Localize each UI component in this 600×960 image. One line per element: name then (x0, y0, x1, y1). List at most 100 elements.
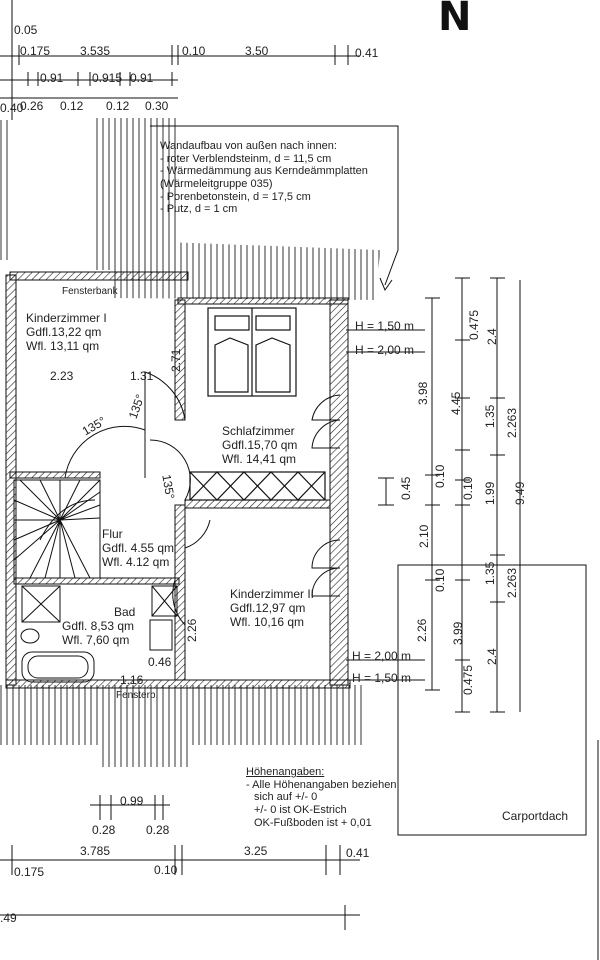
dim-bottom-0.99: 0.99 (120, 794, 144, 808)
height-note-title: Höhenangaben: (246, 766, 325, 778)
dim-bottom-3.25: 3.25 (244, 844, 268, 858)
angle-135-c: 135° (159, 473, 178, 501)
dim-1.31: 1.31 (130, 369, 154, 383)
dim-r-3.99: 3.99 (451, 621, 465, 645)
dim-r-1.99: 1.99 (483, 481, 497, 505)
roof-hatching (0, 118, 380, 767)
dim-r-0.475b: 0.475 (461, 664, 475, 695)
wall-note-line: - roter Verblendsteinm, d = 11,5 cm (160, 152, 332, 165)
room-name: Flur (102, 527, 123, 541)
dim-0.46: 0.46 (148, 655, 172, 669)
dim-r-2.26: 2.26 (415, 618, 429, 642)
dim-r-2.10: 2.10 (417, 524, 431, 548)
dim-bottom-0.10: 0.10 (154, 863, 178, 877)
dim-top-0.915: 0.915 (92, 71, 123, 85)
dim-r-2.4a: 2.4 (485, 328, 499, 345)
fensterbank-label: Fensterbank (62, 286, 118, 297)
room-flur: Flur Gdfl. 4.55 qm Wfl. 4.12 qm (102, 527, 175, 569)
room-schlafzimmer: Schlafzimmer Gdfl.15,70 qm Wfl. 14,41 qm (222, 424, 298, 466)
dim-top-0.12b: 0.12 (106, 99, 130, 113)
height-note: Höhenangaben: - Alle Höhenangaben bezieh… (246, 766, 396, 829)
room-gdfl: Gdfl.13,22 qm (26, 324, 102, 339)
room-kinderzimmer-1: Kinderzimmer I Gdfl.13,22 qm Wfl. 13,11 … (26, 311, 107, 353)
dim-r-4.45: 4.45 (449, 391, 463, 415)
wall-note: Wandaufbau von außen nach innen: - roter… (160, 140, 368, 216)
wardrobe (189, 471, 326, 501)
carport-outline (397, 564, 587, 836)
carport-label: Carportdach (502, 809, 569, 823)
height-note-line: OK-Fußboden ist + 0,01 (254, 816, 372, 829)
height-1.50-top: H = 1,50 m (355, 319, 415, 333)
room-name: Kinderzimmer I (26, 311, 107, 325)
dim-top-0.26: 0.26 (20, 99, 44, 113)
dim-1.16: 1.16 (120, 673, 144, 687)
wall-note-line: - Wärmedämmung aus Kerndeämmplatten (160, 165, 368, 178)
wall-note-line: (Wärmeleitgruppe 035) (160, 177, 273, 190)
dim-r-3.98: 3.98 (416, 381, 430, 405)
dim-r-0.10c: 0.10 (433, 568, 447, 592)
staircase (13, 479, 101, 579)
dim-top-0.30: 0.30 (145, 99, 169, 113)
dim-r-2.4b: 2.4 (485, 648, 499, 665)
height-note-line: +/- 0 ist OK-Estrich (254, 803, 347, 816)
wall-note-line: - Putz, d = 1 cm (160, 203, 238, 216)
dim-2.26-inner: 2.26 (185, 618, 199, 642)
dim-bottom-0.41: 0.41 (346, 846, 370, 860)
north-marker: N (438, 0, 472, 40)
dim-r-0.10a: 0.10 (433, 464, 447, 488)
dim-r-9.49: 9.49 (513, 481, 527, 505)
room-gdfl: Gdfl. 4.55 qm (102, 540, 175, 555)
dim-top-0.175: 0.175 (20, 44, 51, 58)
room-wfl: Wfl. 10,16 qm (230, 614, 305, 629)
doors (64, 371, 341, 627)
height-note-line: - Alle Höhenangaben beziehen (246, 778, 397, 791)
wall-note-line: - Porenbetonstein, d = 17,5 cm (160, 190, 311, 203)
fensterb-label: Fensterb. (116, 690, 159, 701)
dim-top-0.41: 0.41 (355, 46, 379, 60)
room-wfl: Wfl. 14,41 qm (222, 451, 297, 466)
room-name: Schlafzimmer (222, 424, 295, 438)
dim-top-0.91a: 0.91 (40, 71, 64, 85)
top-dimension-lines (0, 0, 360, 120)
dim-bottom-0.175: 0.175 (14, 865, 45, 879)
right-dimension-lines (346, 277, 521, 713)
dim-r-1.35a: 1.35 (483, 404, 497, 428)
bathroom-fixtures (20, 585, 178, 683)
dim-r-0.45: 0.45 (399, 476, 413, 500)
height-note-line: sich auf +/- 0 (254, 791, 318, 804)
height-2.00-bottom: H = 2,00 m (352, 649, 412, 663)
dim-top-3.535: 3.535 (80, 44, 111, 58)
wall-note-title: Wandaufbau von außen nach innen: (160, 140, 337, 152)
dim-bottom-0.28a: 0.28 (92, 823, 116, 837)
dim-bottom-0.28b: 0.28 (146, 823, 170, 837)
dim-top-0.40: 0.40 (0, 101, 24, 115)
room-wfl: Wfl. 13,11 qm (26, 338, 100, 353)
wall-note-arrow (379, 277, 393, 292)
room-gdfl: Gdfl.12,97 qm (230, 600, 306, 615)
height-2.00-top: H = 2,00 m (355, 343, 415, 357)
dim-top-0.91b: 0.91 (130, 71, 154, 85)
dim-top-3.50: 3.50 (245, 44, 269, 58)
room-kinderzimmer-2: Kinderzimmer II Gdfl.12,97 qm Wfl. 10,16… (230, 587, 314, 629)
dim-2.71: 2.71 (169, 348, 183, 372)
dim-r-2.263b: 2.263 (505, 567, 519, 598)
room-gdfl: Gdfl.15,70 qm (222, 437, 298, 452)
dim-top-0.10: 0.10 (182, 44, 206, 58)
dim-top-0.05: 0.05 (14, 23, 38, 37)
dim-r-1.35b: 1.35 (483, 561, 497, 585)
room-wfl: Wfl. 7,60 qm (62, 632, 130, 647)
dim-bottom-9.49: .49 (0, 911, 17, 925)
bed (207, 307, 297, 397)
dim-r-0.475a: 0.475 (467, 309, 481, 340)
room-name: Bad (114, 605, 136, 619)
dim-bottom-3.785: 3.785 (80, 844, 111, 858)
dim-2.23: 2.23 (50, 369, 74, 383)
room-wfl: Wfl. 4.12 qm (102, 554, 170, 569)
bottom-dimension-lines (0, 795, 360, 930)
dim-r-0.10b: 0.10 (461, 476, 475, 500)
dim-r-2.263a: 2.263 (505, 407, 519, 438)
room-bad: Bad Gdfl. 8,53 qm Wfl. 7,60 qm (62, 605, 136, 647)
wall-note-frame (150, 125, 399, 286)
room-gdfl: Gdfl. 8,53 qm (62, 618, 135, 633)
